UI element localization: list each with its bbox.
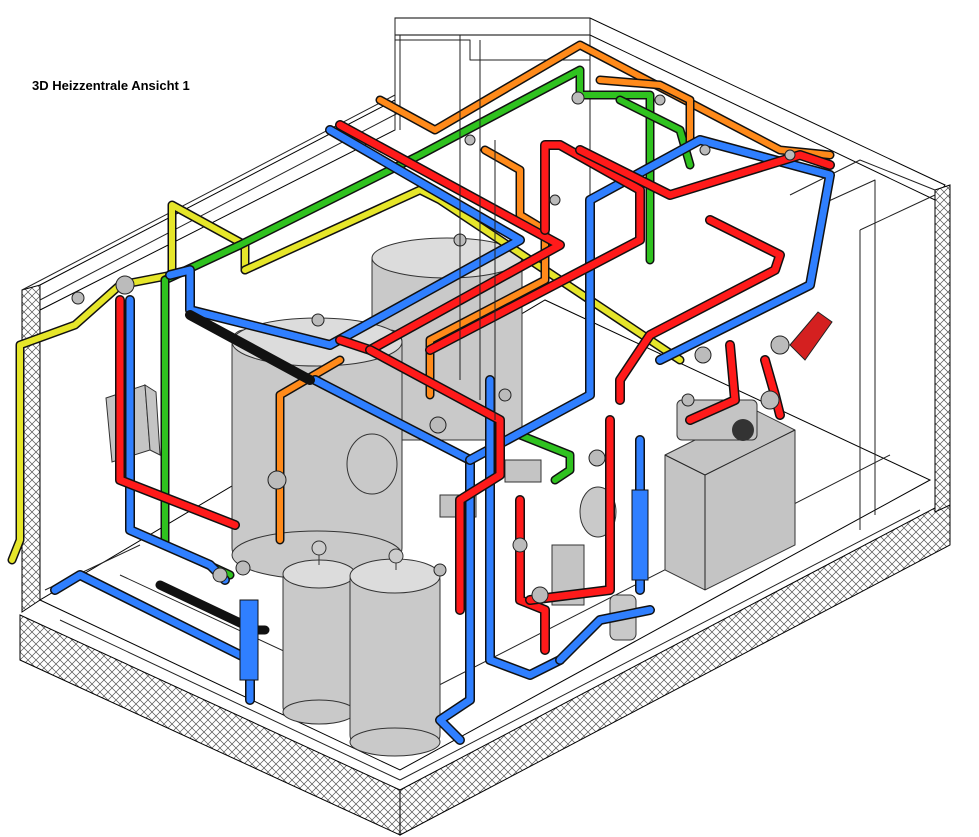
storage-tank-right [349,548,441,757]
pump-blue-1 [239,599,259,681]
return-pipe-run [50,125,835,745]
valve-block-2 [504,459,542,483]
storage-tank-left [282,540,356,725]
diagram-title: 3D Heizzentrale Ansicht 1 [32,78,190,93]
boiler-unit [664,399,796,591]
pump-blue-2 [631,489,649,581]
hanger-rods [459,35,496,420]
chimney-flue [789,311,833,361]
right-wall [934,184,951,513]
floor-slab-right [399,499,951,836]
expansion-vessel-1 [346,433,398,495]
supply-pipe-run [115,120,835,655]
